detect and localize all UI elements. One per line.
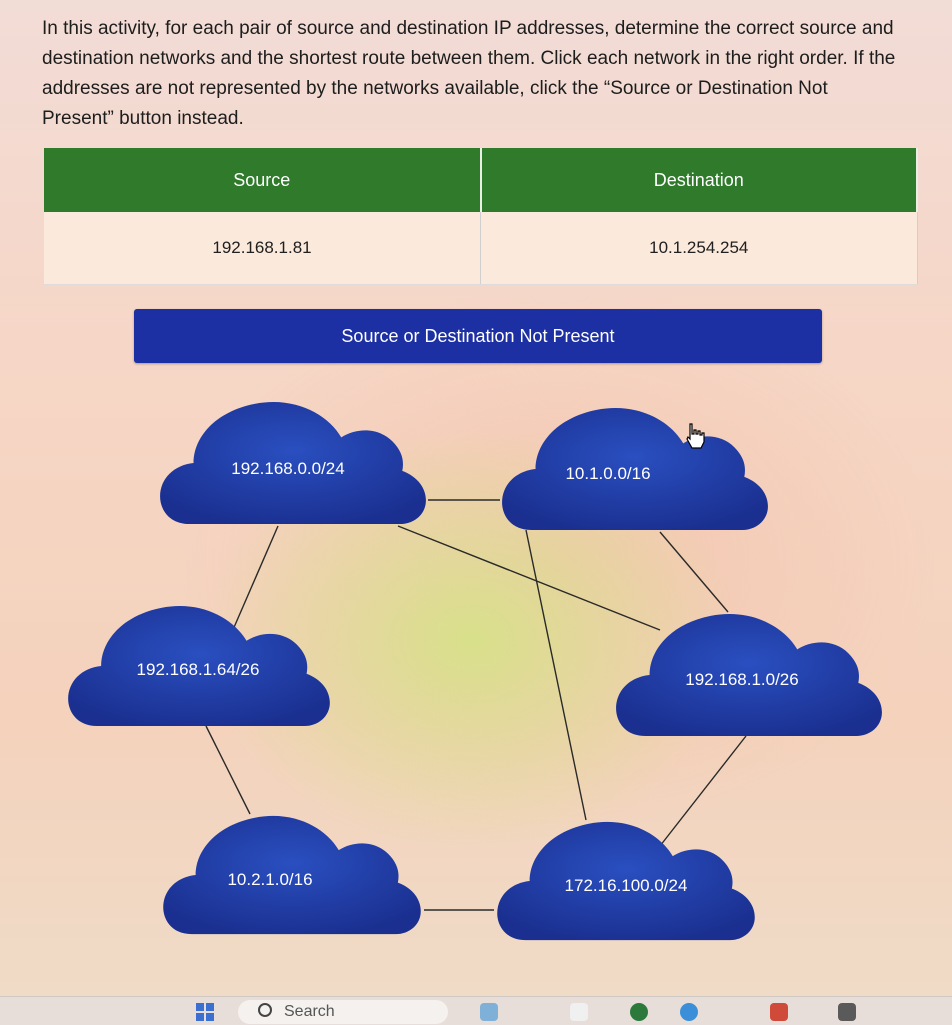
link-n3-n5 — [205, 725, 251, 815]
link-n2-n4 — [659, 531, 729, 613]
network-cloud-10-1-0-0[interactable] — [502, 408, 768, 531]
link-n1-n4 — [397, 525, 661, 631]
file-explorer-icon[interactable] — [570, 1003, 588, 1021]
link-n1-n3 — [231, 525, 279, 633]
link-n4-n6 — [659, 735, 747, 847]
settings-icon[interactable] — [838, 1003, 856, 1021]
widget-icon[interactable] — [480, 1003, 498, 1021]
app-icon[interactable] — [770, 1003, 788, 1021]
search-icon — [258, 1003, 272, 1017]
network-cloud-192-168-1-64[interactable] — [68, 605, 330, 727]
network-cloud-192-168-0-0[interactable] — [160, 402, 426, 525]
taskbar-search-box[interactable]: Search — [238, 1000, 448, 1024]
not-present-button[interactable]: Source or Destination Not Present — [134, 309, 822, 363]
address-table: Source Destination 192.168.1.81 10.1.254… — [44, 148, 918, 285]
edge-icon[interactable] — [680, 1003, 698, 1021]
browser-icon[interactable] — [630, 1003, 648, 1021]
source-address: 192.168.1.81 — [44, 212, 481, 285]
network-cloud-192-168-1-0[interactable] — [616, 614, 882, 737]
destination-header: Destination — [480, 148, 918, 212]
search-placeholder: Search — [284, 1003, 335, 1020]
network-cloud-172-16-100-0[interactable] — [497, 821, 755, 941]
taskbar: Search — [0, 996, 952, 1025]
windows-start-icon[interactable] — [196, 1003, 214, 1021]
instructions-text: In this activity, for each pair of sourc… — [42, 18, 896, 129]
link-n2-n6 — [525, 529, 587, 821]
network-cloud-10-2-1-0[interactable] — [163, 815, 421, 935]
destination-address: 10.1.254.254 — [480, 212, 918, 285]
source-header: Source — [44, 148, 482, 212]
